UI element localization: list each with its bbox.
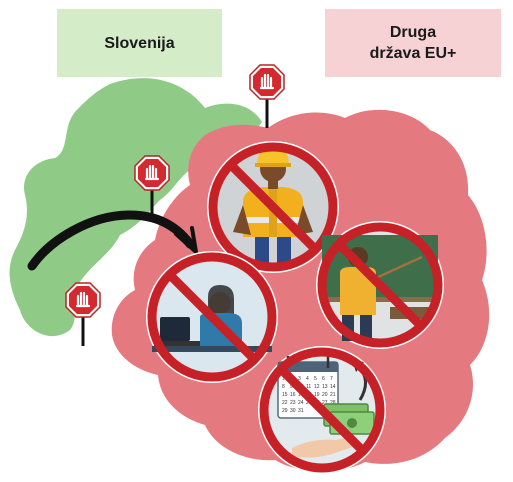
stop-sign-icon xyxy=(65,282,101,346)
other-state-label-line2: država EU+ xyxy=(369,45,457,62)
calendar-day: 9 xyxy=(290,384,293,390)
other-state-label: Druga država EU+ xyxy=(325,9,501,77)
teacher-icon xyxy=(316,221,444,349)
stop-sign-icon xyxy=(249,64,285,128)
calendar-day: 6 xyxy=(322,376,325,382)
calendar-day: 4 xyxy=(306,376,309,382)
calendar-day: 8 xyxy=(282,384,285,390)
calendar-day: 31 xyxy=(298,408,304,414)
calendar-day: 15 xyxy=(282,392,288,398)
stop-sign-icon xyxy=(134,155,170,219)
other-state-label-line1: Druga xyxy=(389,24,437,41)
calendar-day: 11 xyxy=(306,384,311,390)
curved-arrow-icon xyxy=(27,210,195,271)
calendar-day: 20 xyxy=(322,392,328,398)
calendar-day: 3 xyxy=(298,376,301,382)
calendar-day: 27 xyxy=(322,400,328,406)
slovenia-label: Slovenija xyxy=(57,9,222,77)
calendar-day: 12 xyxy=(314,384,320,390)
calendar-day: 16 xyxy=(290,392,296,398)
calendar-day: 29 xyxy=(282,408,288,414)
calendar-day: 21 xyxy=(330,392,336,398)
office-worker-icon xyxy=(146,251,278,383)
calendar-day: 1 xyxy=(282,376,285,382)
calendar-day: 24 xyxy=(298,400,304,406)
construction-worker-icon xyxy=(207,141,339,273)
calendar-day: 5 xyxy=(314,376,317,382)
calendar-day: 19 xyxy=(314,392,320,398)
calendar-day: 14 xyxy=(330,384,336,390)
slovenia-label-text: Slovenija xyxy=(104,34,175,52)
calendar-day: 23 xyxy=(290,400,296,406)
calendar-day: 7 xyxy=(330,376,333,382)
calendar-day: 30 xyxy=(290,408,296,414)
calendar-day: 22 xyxy=(282,400,288,406)
calendar-money-icon: 1234567891011121314151617181920212223242… xyxy=(258,346,386,474)
calendar-day: 13 xyxy=(322,384,328,390)
calendar-day: 28 xyxy=(330,400,336,406)
